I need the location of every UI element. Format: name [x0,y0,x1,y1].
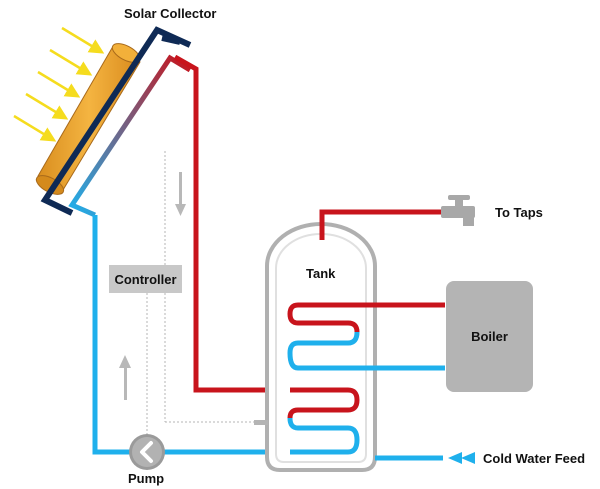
collector-riser-pipe [68,54,192,218]
hot-water-out-pipe [319,209,441,240]
flow-arrow-up [119,355,131,400]
solar-collector-label: Solar Collector [124,6,217,21]
tap-icon [441,195,475,226]
pump-label: Pump [128,471,165,486]
cold-return-pipe [92,215,290,455]
boiler-label: Boiler [471,329,508,344]
cold-feed-arrows [448,452,475,464]
tank-body [265,222,377,472]
to-taps-label: To Taps [495,205,543,220]
sun-rays-icon [13,26,105,142]
controller-label: Controller [114,271,177,287]
lower-coil [287,387,360,455]
pump-icon [129,434,165,470]
hot-flow-pipe [173,54,290,393]
tank-sensor [254,420,268,425]
collector-frame-lower [161,35,181,45]
controller-box [109,265,182,293]
tank-label: Tank [306,266,336,281]
tank-inner-wall [275,233,367,463]
upper-coil [287,302,445,371]
flow-arrow-down [175,172,186,216]
sensor-wires [146,150,256,438]
solar-collector-icon [35,43,141,195]
cold-water-feed-label: Cold Water Feed [483,451,586,466]
boiler-box [446,281,533,392]
